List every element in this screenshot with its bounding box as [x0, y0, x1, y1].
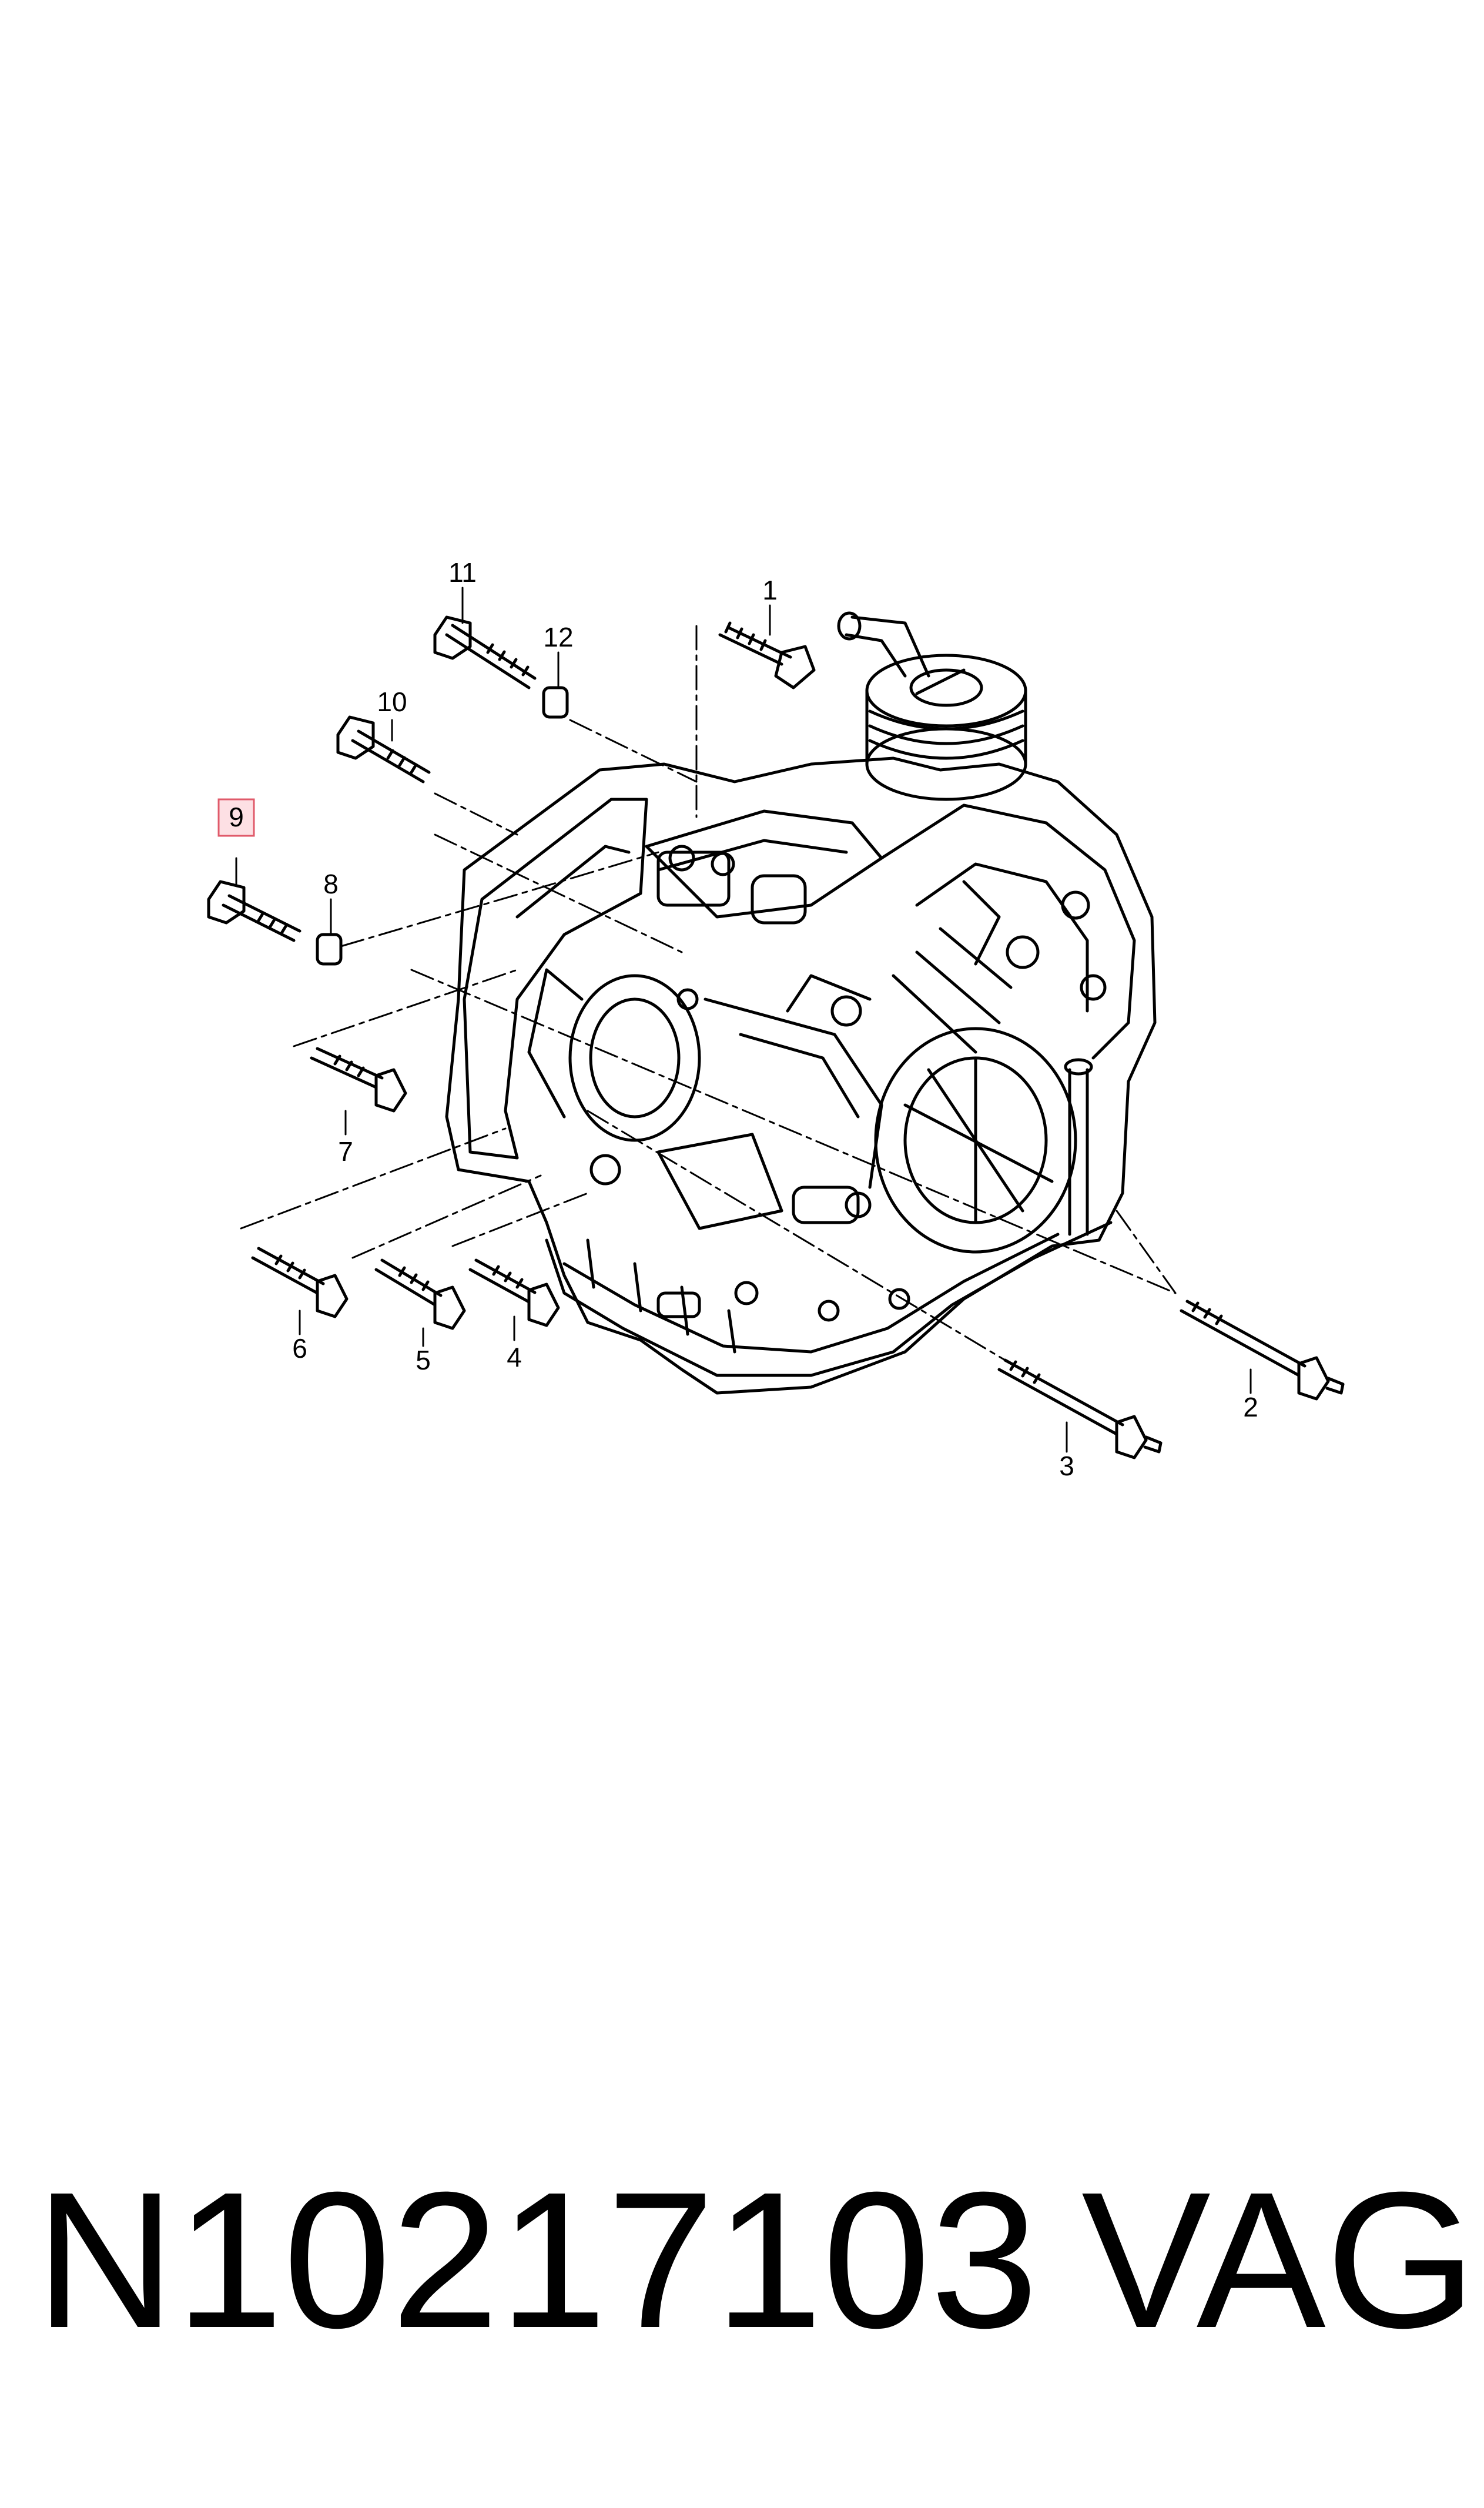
bolt-4	[468, 1258, 560, 1327]
callout-5[interactable]: 5	[416, 1345, 431, 1375]
callout-6[interactable]: 6	[292, 1333, 307, 1364]
part-number: N10217103	[35, 2151, 1039, 2368]
callout-ticks	[235, 587, 1252, 1453]
callout-1[interactable]: 1	[762, 575, 778, 605]
callout-9-highlight	[217, 798, 255, 837]
bolt-5	[374, 1258, 466, 1330]
sleeve-8	[316, 933, 343, 966]
bolt-9	[207, 880, 302, 942]
brand-name: VAG	[1081, 2151, 1477, 2368]
bolt-6	[251, 1247, 349, 1318]
bolt-1	[718, 621, 816, 689]
bolt-2	[1180, 1300, 1345, 1401]
transmission-housing	[445, 611, 1157, 1395]
callout-9[interactable]: 9	[229, 802, 244, 832]
callout-4[interactable]: 4	[507, 1342, 522, 1372]
bolt-7	[310, 1047, 407, 1113]
oil-cooler	[837, 611, 1027, 801]
callout-2[interactable]: 2	[1243, 1392, 1258, 1422]
leader-lines	[240, 625, 1177, 1365]
callout-11[interactable]: 11	[448, 557, 477, 588]
callout-3[interactable]: 3	[1059, 1451, 1074, 1481]
bolt-10	[336, 715, 431, 783]
callout-10[interactable]: 10	[377, 687, 407, 717]
sleeve-12	[542, 686, 569, 719]
bolt-11	[433, 615, 537, 689]
bolt-3	[997, 1358, 1163, 1459]
callout-8[interactable]: 8	[323, 869, 339, 899]
callout-7[interactable]: 7	[338, 1136, 353, 1167]
callout-labels: 1 2 3 4 5 6 7 8 9 10 11 12	[229, 557, 1258, 1481]
callout-12[interactable]: 12	[543, 622, 573, 652]
